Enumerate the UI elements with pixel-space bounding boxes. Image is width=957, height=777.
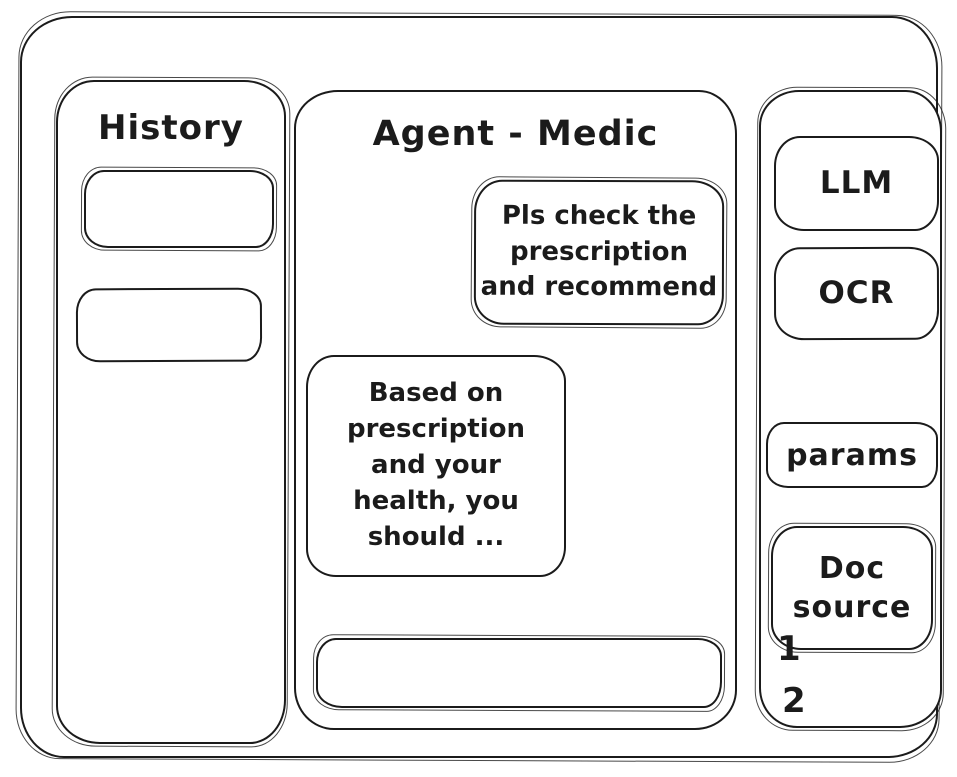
assistant-message-text: Based on prescription and your health, y… [346,378,525,552]
params-button-label: params [786,437,918,473]
doc-source-item-2[interactable]: 2 [782,681,806,721]
doc-source-button[interactable]: Doc source [771,526,933,650]
doc-source-item-1[interactable]: 1 [777,629,801,669]
app-window: History Agent - Medic Pls check the pres… [20,16,942,758]
tools-panel: LLM OCR params Doc source 1 2 [759,90,942,728]
history-item[interactable] [84,170,274,248]
doc-source-button-label: Doc source [792,551,912,625]
params-button[interactable]: params [766,422,938,488]
chat-panel: Agent - Medic Pls check the prescription… [294,90,737,730]
assistant-message-bubble: Based on prescription and your health, y… [306,355,566,577]
chat-input-field[interactable] [332,644,710,702]
llm-button-label: LLM [819,165,894,202]
history-title: History [98,108,244,148]
chat-input[interactable] [316,638,722,708]
history-panel: History [56,80,286,744]
user-message-text: Pls check the prescription and recommend [480,200,718,303]
ocr-button-label: OCR [818,275,895,312]
llm-button[interactable]: LLM [774,136,939,231]
chat-title: Agent - Medic [372,114,659,154]
history-item[interactable] [75,287,263,363]
ocr-button[interactable]: OCR [773,246,940,341]
user-message-bubble: Pls check the prescription and recommend [473,179,725,326]
